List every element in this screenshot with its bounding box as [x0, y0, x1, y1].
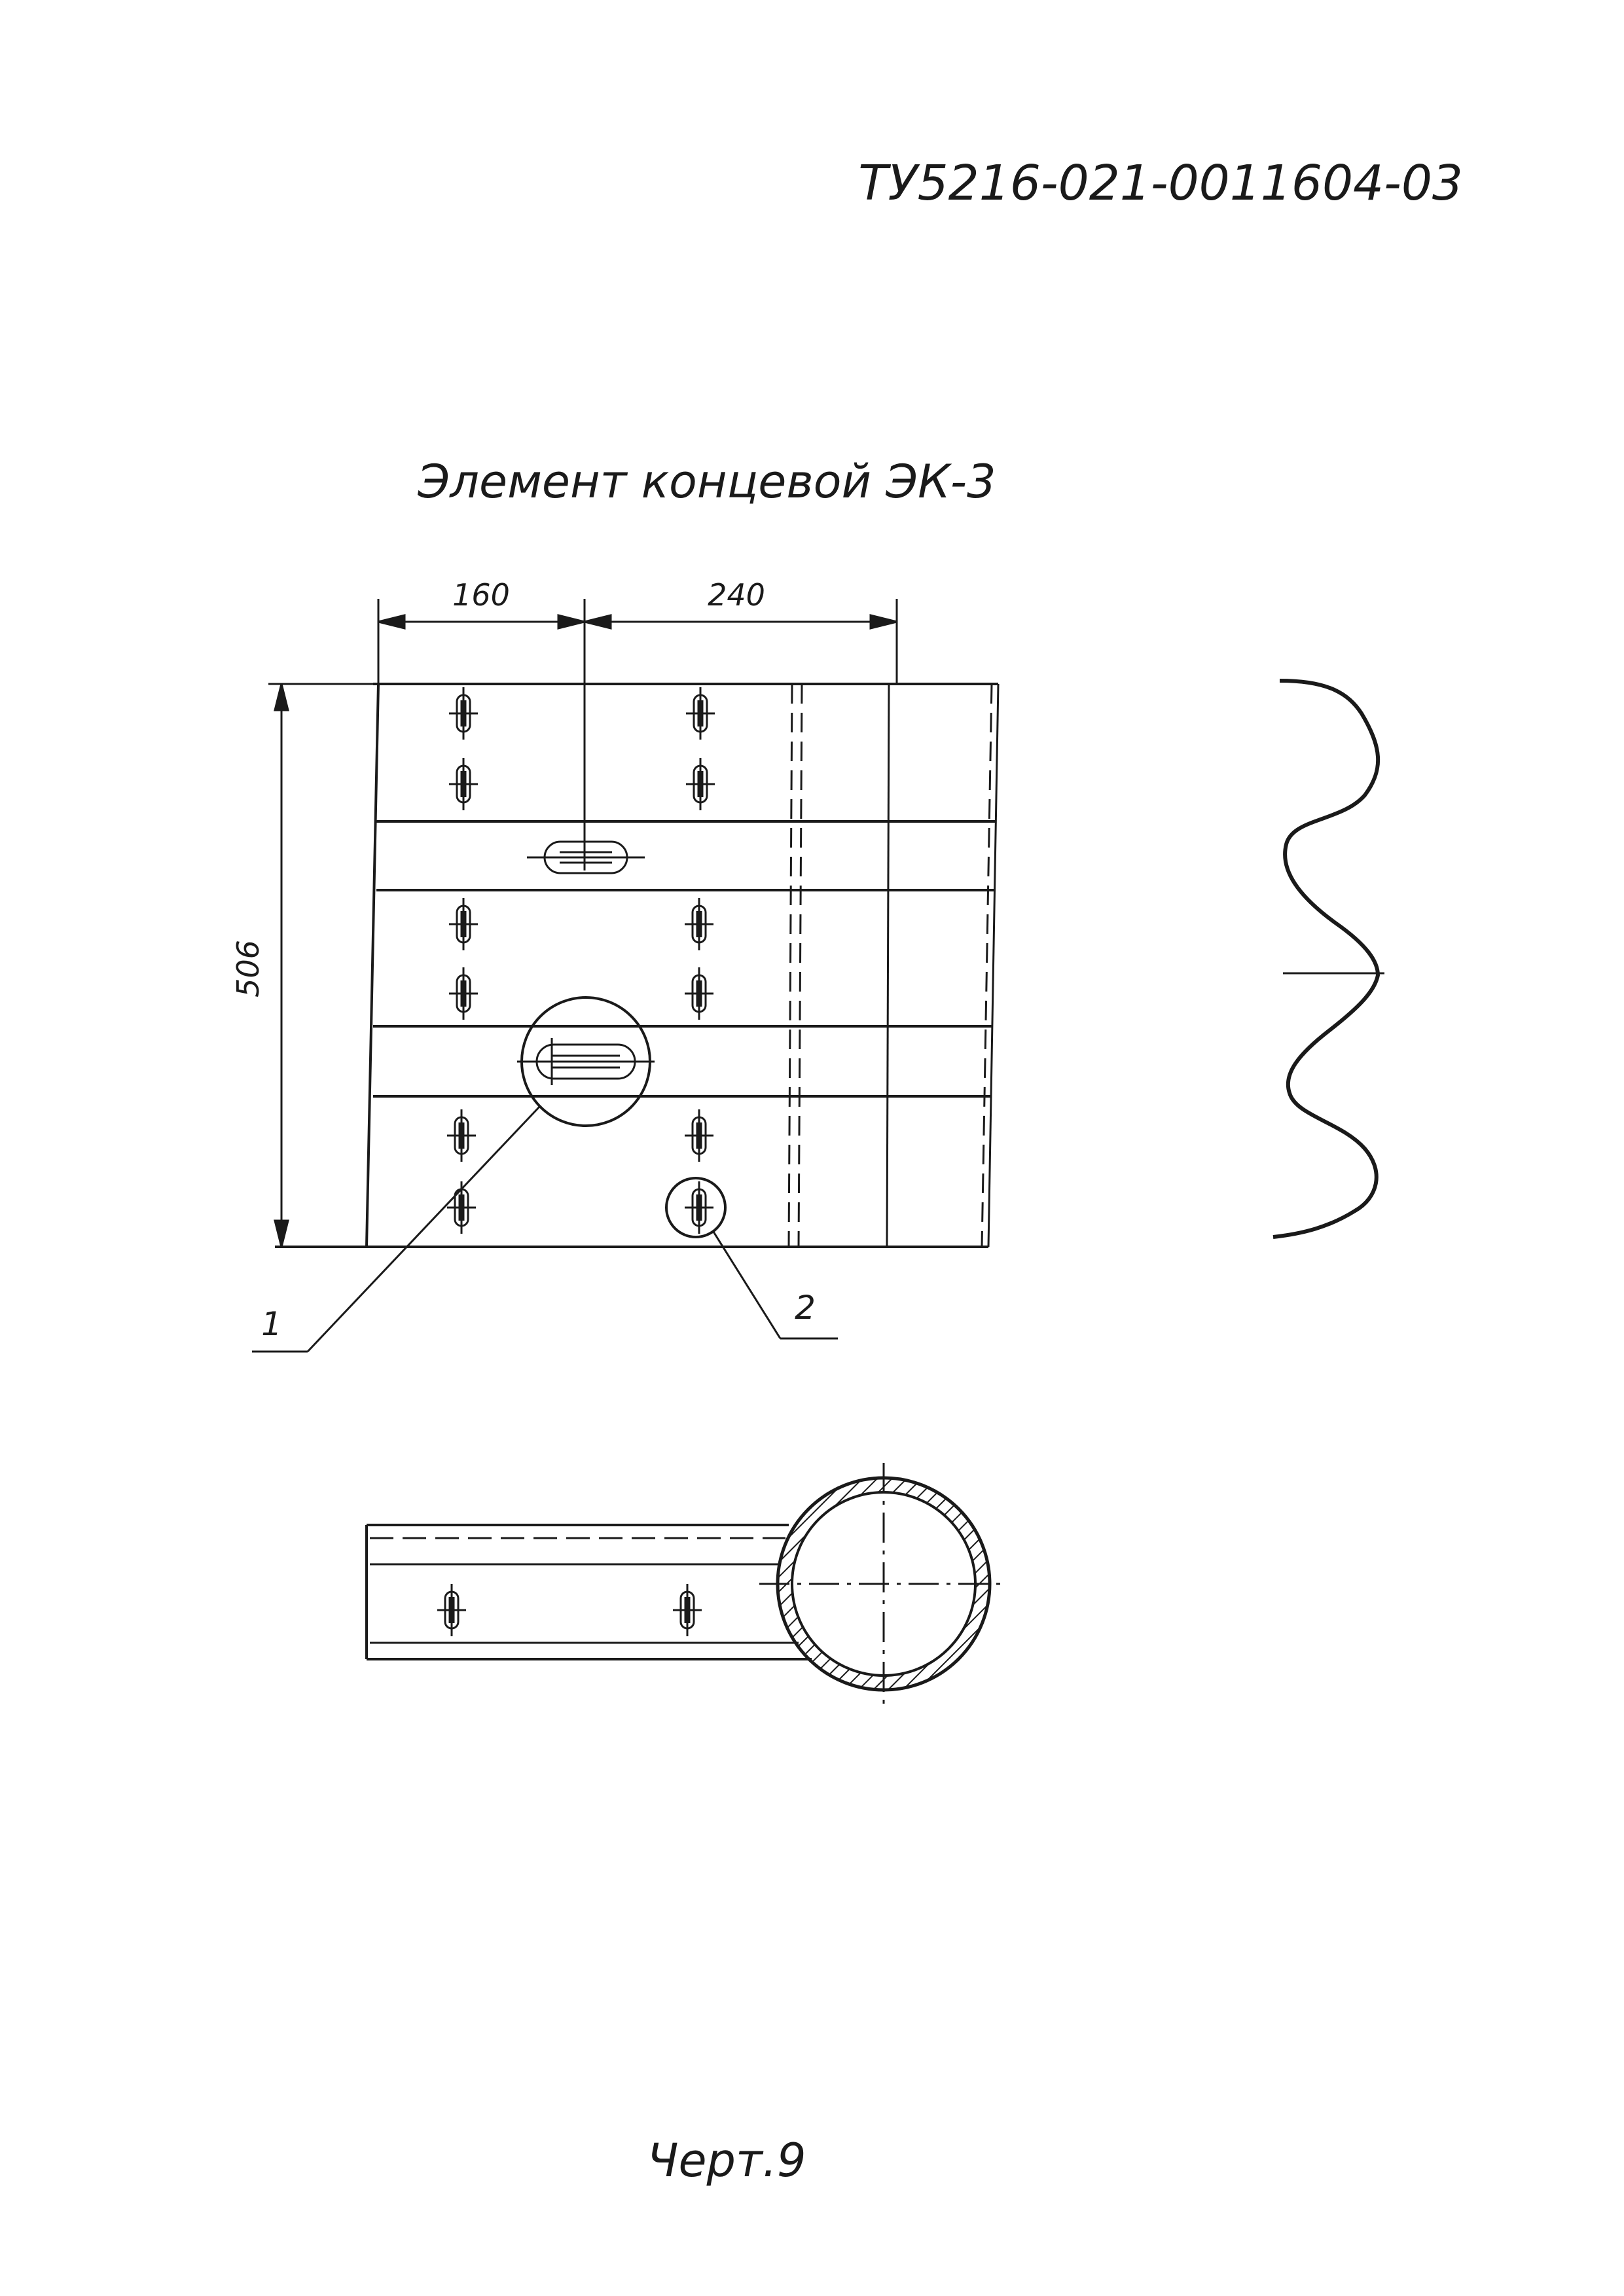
- callout-2: 2: [795, 1289, 816, 1327]
- drawing-title: Элемент концевой ЭК-3: [417, 455, 996, 509]
- dimension-horizontal: [377, 599, 898, 870]
- dimension-240: 240: [708, 577, 765, 613]
- callout-1: 1: [261, 1305, 282, 1343]
- sheet-label: Черт.9: [647, 2134, 806, 2187]
- dimension-506: 506: [230, 940, 266, 997]
- bolt-slots: [447, 687, 715, 1234]
- document-code: ТУ5216-021-0011604-03: [858, 155, 1463, 211]
- side-profile: [1272, 679, 1384, 1239]
- dimension-160: 160: [452, 577, 510, 613]
- dimension-vertical: [268, 683, 378, 1247]
- callout-leaders: [252, 1105, 838, 1353]
- plan-view: [365, 1463, 1008, 1705]
- plan-bolt-slots: [437, 1584, 702, 1636]
- front-view: [275, 683, 1000, 1248]
- long-slots: [517, 840, 727, 1238]
